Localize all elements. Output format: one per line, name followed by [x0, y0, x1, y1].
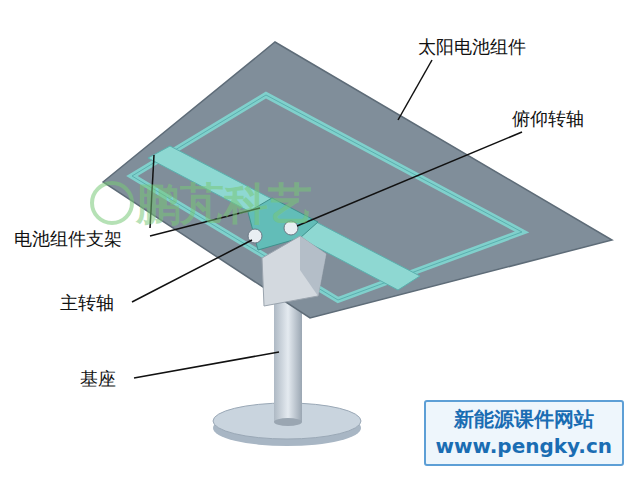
part-label: 俯仰转轴 — [512, 108, 584, 130]
pole-foot — [274, 418, 302, 426]
leader-line — [297, 132, 522, 226]
leader-line — [398, 60, 432, 120]
watermark-logo — [92, 183, 132, 223]
watermark: 鹏芃科艺 — [136, 182, 312, 226]
part-label: 主转轴 — [60, 292, 114, 314]
solar-panel — [103, 42, 612, 318]
pole — [274, 300, 302, 422]
bracket — [262, 236, 326, 306]
website-box: 新能源课件网站www.pengky.cn — [424, 400, 624, 466]
part-label: 基座 — [80, 368, 116, 390]
part-label: 太阳电池组件 — [418, 36, 526, 58]
panel-frame-edge — [132, 95, 522, 300]
leader-line — [134, 352, 279, 378]
box-text: 新能源课件网站 — [436, 406, 612, 433]
bracket-side — [300, 236, 326, 296]
panel-frame — [132, 95, 522, 300]
leader-line — [132, 240, 252, 302]
part-label: 电池组件支架 — [14, 228, 122, 250]
box-text: www.pengky.cn — [436, 433, 612, 460]
